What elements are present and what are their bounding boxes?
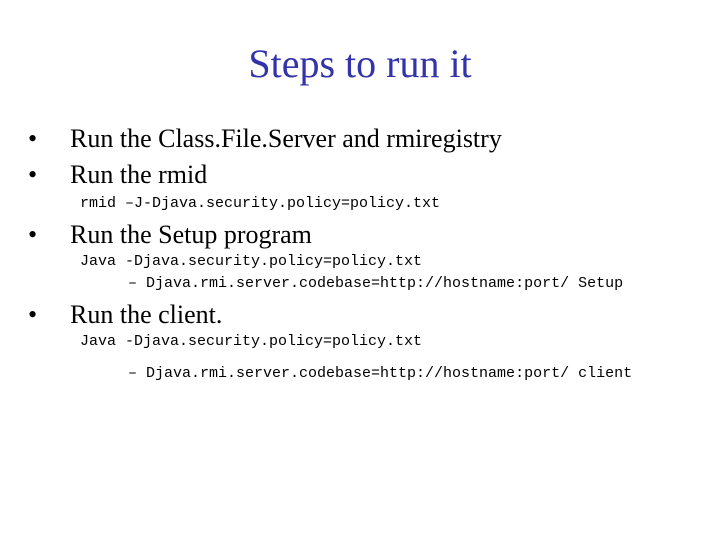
bullet-dot-icon: • bbox=[28, 300, 38, 329]
bullet-dot-icon: • bbox=[28, 220, 38, 249]
code-line-setup-1: Java -Djava.security.policy=policy.txt bbox=[80, 253, 423, 270]
slide-title: Steps to run it bbox=[248, 41, 472, 86]
bullet-item: • Run the client. bbox=[28, 300, 222, 330]
bullet-item: • Run the Setup program bbox=[28, 220, 312, 250]
bullet-dot-icon: • bbox=[28, 160, 38, 189]
code-line-setup-2: – Djava.rmi.server.codebase=http://hostn… bbox=[128, 275, 624, 292]
bullet-text: Run the Setup program bbox=[70, 220, 312, 249]
bullet-item: • Run the Class.File.Server and rmiregist… bbox=[28, 124, 502, 154]
code-line-client-1: Java -Djava.security.policy=policy.txt bbox=[80, 333, 423, 350]
bullet-item: • Run the rmid bbox=[28, 160, 207, 190]
bullet-text: Run the Class.File.Server and rmiregistr… bbox=[70, 124, 502, 153]
bullet-dot-icon: • bbox=[28, 124, 38, 153]
bullet-text: Run the rmid bbox=[70, 160, 208, 189]
code-line-rmid: rmid –J-Djava.security.policy=policy.txt bbox=[80, 195, 441, 212]
bullet-text: Run the client. bbox=[70, 300, 223, 329]
code-line-client-2: – Djava.rmi.server.codebase=http://hostn… bbox=[128, 365, 633, 382]
